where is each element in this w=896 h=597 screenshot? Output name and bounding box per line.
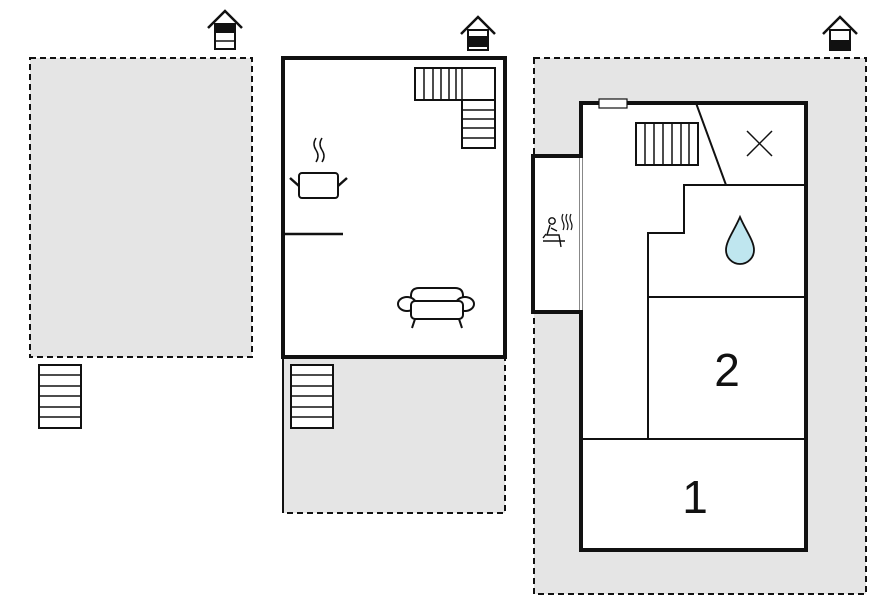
stairs-icon [38, 364, 82, 429]
cooking-pot-icon [289, 137, 348, 199]
bathroom-wall [647, 184, 726, 439]
stairs-icon [635, 122, 699, 166]
water-drop-icon [725, 214, 755, 265]
outdoor-area-left [29, 57, 253, 358]
stairs-icon [290, 364, 334, 429]
stairs-icon [414, 67, 496, 149]
room-label-2: 2 [714, 344, 740, 396]
cross-icon [746, 130, 773, 157]
house-floor-icon [207, 9, 243, 50]
window-icon [598, 98, 628, 109]
ground-floor-walls [579, 101, 808, 552]
sofa-icon [397, 287, 475, 329]
floor-plan-left [29, 9, 253, 429]
sauna-room [531, 154, 583, 314]
sauna-icon [542, 213, 573, 248]
room-label-1: 1 [682, 471, 708, 523]
house-floor-icon [460, 15, 496, 51]
floor-plan-middle [281, 15, 507, 514]
floor-plan-right: 2 1 [531, 15, 867, 595]
house-floor-icon [822, 15, 858, 51]
